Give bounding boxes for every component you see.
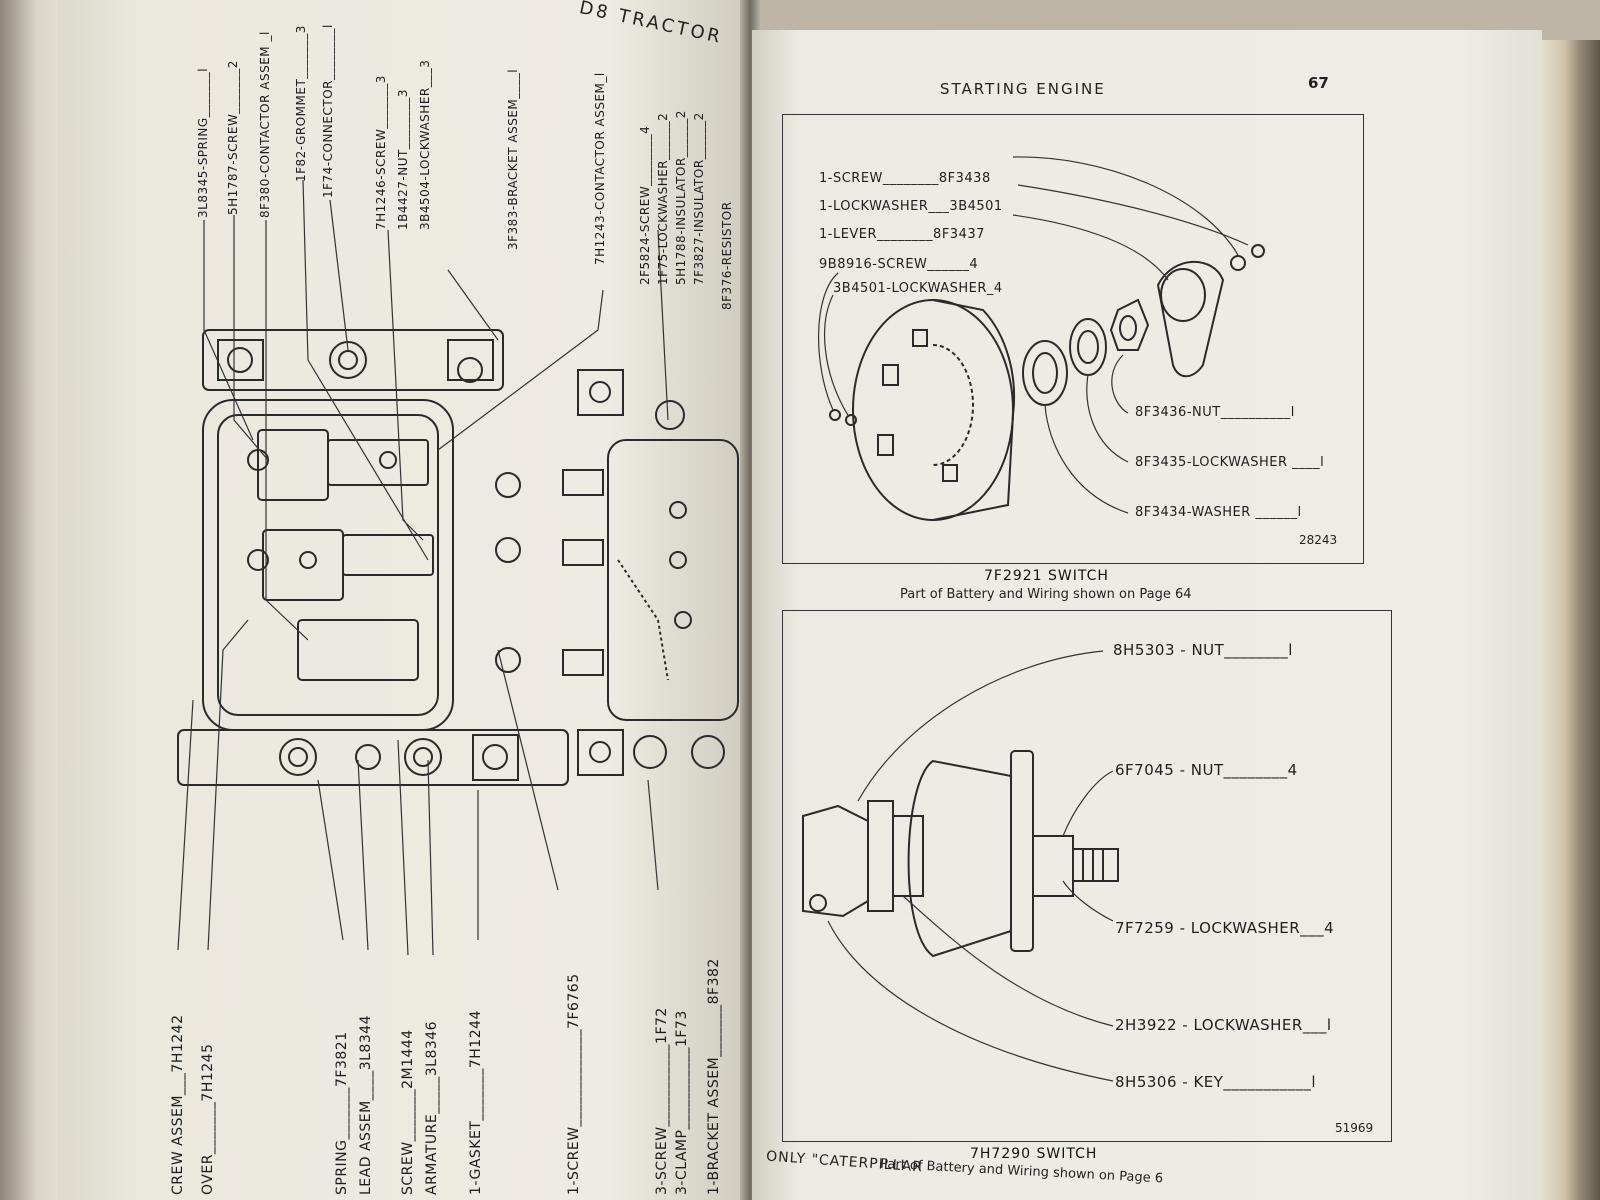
fig2-number: 51969 [1335, 1121, 1374, 1135]
fig2-label-2h3922-lockwasher: 2H3922 - LOCKWASHER___l [1115, 1016, 1332, 1034]
part-label-top-13: 5H1788-INSULATOR______2 [674, 110, 688, 285]
part-label-top-9: 3F383-BRACKET ASSEM____l [506, 68, 520, 250]
right-page: STARTING ENGINE 67 [752, 30, 1542, 1200]
fig1-caption-sub: Part of Battery and Wiring shown on Page… [900, 587, 1192, 602]
part-label-bottom-5: SCREW_______2M1444 [400, 1029, 416, 1195]
part-label-top-1: 3L8345-SPRING_______l [196, 67, 210, 218]
fig2-label-8h5306-key: 8H5306 - KEY___________l [1115, 1073, 1317, 1091]
part-label-bottom-6: ARMATURE_____3L8346 [424, 1020, 440, 1195]
part-label-top-8: 3B4504-LOCKWASHER___3 [418, 59, 432, 230]
part-label-bottom-11: 1-BRACKET ASSEM_______8F382 [706, 958, 722, 1195]
part-label-top-6: 7H1246-SCREW_______3 [374, 75, 388, 230]
switch-7h7290-drawing [802, 650, 1119, 1082]
fig2-label-7f7259-lockwasher: 7F7259 - LOCKWASHER___4 [1115, 919, 1335, 937]
fig2-label-6f7045-nut: 6F7045 - NUT________4 [1115, 761, 1298, 779]
part-label-top-12: 1F75-LOCKWASHER______2 [656, 112, 670, 285]
part-label-top-15: 8F376-RESISTOR [720, 201, 734, 310]
part-label-top-14: 7F3827-INSULATOR______2 [692, 112, 706, 285]
figure-switch-7h7290: 8H5303 - NUT________l 6F7045 - NUT______… [782, 610, 1392, 1142]
fig1-label-3b4501-lockwasher: 3B4501-LOCKWASHER_4 [833, 281, 1003, 296]
fig2-caption-title: 7H7290 SWITCH [970, 1146, 1098, 1162]
part-label-bottom-8: 1-SCREW_____________7F6765 [566, 973, 582, 1195]
fig1-label-8f3435-lockwasher: 8F3435-LOCKWASHER ____l [1135, 455, 1325, 470]
fig2-label-8h5303-nut: 8H5303 - NUT________l [1113, 641, 1293, 659]
page-stack-right [1540, 40, 1600, 1200]
part-label-top-2: 5H1787-SCREW_______2 [226, 60, 240, 215]
part-label-bottom-2: OVER_______7H1245 [200, 1043, 216, 1196]
fig1-label-lockwasher: 1-LOCKWASHER___3B4501 [819, 199, 1003, 214]
part-label-bottom-4: LEAD ASSEM____3L8344 [358, 1014, 374, 1195]
fig1-label-lever: 1-LEVER________8F3437 [819, 227, 985, 242]
fig1-label-9b8916-screw: 9B8916-SCREW______4 [819, 257, 979, 272]
part-label-bottom-9: 3-SCREW___________1F72 [654, 1007, 670, 1195]
part-label-top-7: 1B4427-NUT________3 [396, 89, 410, 230]
page-number: 67 [1308, 74, 1329, 92]
fig1-number: 28243 [1299, 533, 1338, 547]
page-stack-left [0, 0, 60, 1200]
part-label-top-4: 1F82-GROMMET_______3 [294, 25, 308, 182]
fig1-label-8f3436-nut: 8F3436-NUT__________l [1135, 405, 1295, 420]
switch-7f2921-drawing [817, 156, 1265, 521]
part-label-top-11: 2F5824-SCREW________4 [638, 125, 652, 285]
contactor-diagram [177, 179, 739, 956]
part-label-top-5: 1F74-CONNECTOR________l [321, 24, 335, 198]
part-label-bottom-7: 1-GASKET_______7H1244 [468, 1010, 484, 1195]
part-label-bottom-3: SPRING_______7F3821 [334, 1031, 350, 1195]
part-label-top-10: 7H1243-CONTACTOR ASSEM_l [593, 72, 607, 265]
page-header: STARTING ENGINE [940, 80, 1106, 98]
part-label-bottom-10: 3-CLAMP___________1F73 [674, 1010, 690, 1195]
left-page: D8 TRACTOR [58, 0, 748, 1200]
footer-note: ONLY "CATERPILLAR [765, 1148, 924, 1176]
figure-switch-7f2921: 1-SCREW________8F3438 1-LOCKWASHER___3B4… [782, 114, 1364, 564]
fig1-label-screw: 1-SCREW________8F3438 [819, 171, 991, 186]
part-label-bottom-1: CREW ASSEM___7H1242 [170, 1014, 186, 1195]
fig1-label-8f3434-washer: 8F3434-WASHER ______l [1135, 505, 1302, 520]
fig1-caption-title: 7F2921 SWITCH [984, 568, 1109, 584]
part-label-top-3: 8F380-CONTACTOR ASSEM _l [258, 31, 272, 218]
